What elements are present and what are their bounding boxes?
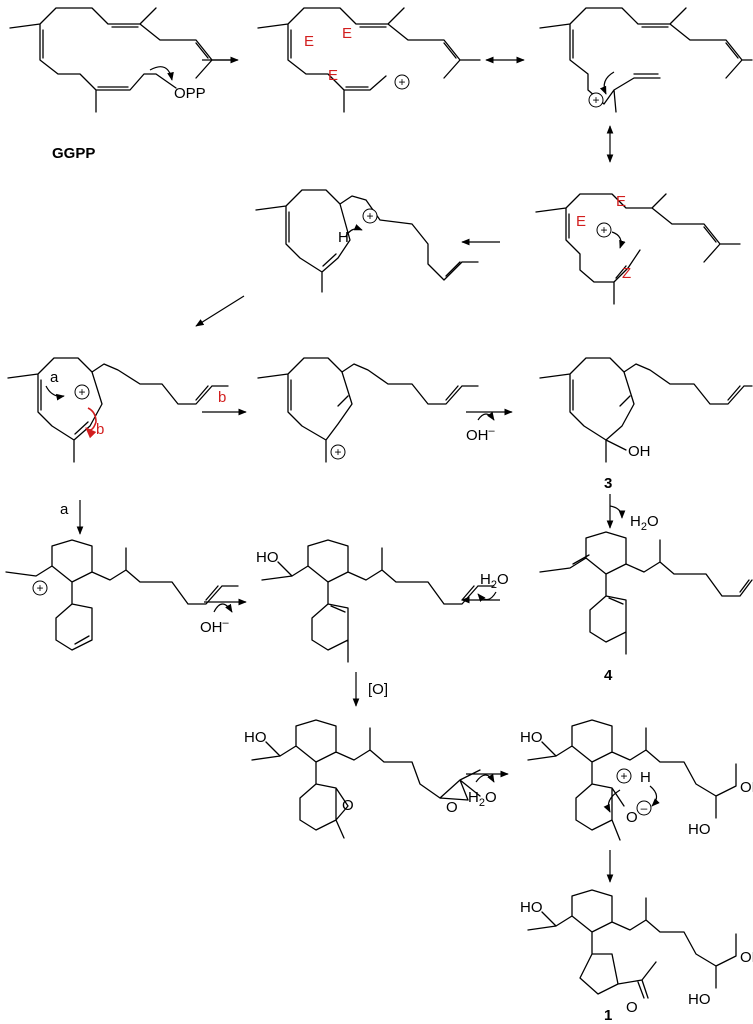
plus-sign: + bbox=[592, 93, 599, 107]
hydroxy-group: HO bbox=[520, 729, 543, 746]
hydride-h-label: H bbox=[338, 229, 349, 246]
decalin-cation-structure: + bbox=[5, 539, 239, 651]
reagent-hydroxide: OH– bbox=[466, 425, 496, 444]
compound-label-ggpp: GGPP bbox=[52, 145, 95, 162]
minus-sign: – bbox=[641, 801, 648, 815]
branch-point-cation: a + b bbox=[7, 357, 229, 463]
hydroxy-group: OH bbox=[740, 949, 753, 966]
stereo-e-label: E bbox=[328, 67, 338, 84]
hydroxy-group: OH bbox=[740, 779, 753, 796]
stereo-z-label: Z bbox=[622, 265, 631, 282]
stereo-e-label: E bbox=[304, 33, 314, 50]
reaction-arrow-diagonal bbox=[195, 295, 245, 327]
reagent-oxidation: [O] bbox=[368, 681, 388, 698]
compound-3-structure: OH 3 bbox=[539, 357, 753, 492]
reagent-hydroxide: OH– bbox=[200, 617, 230, 636]
ketone-oxygen: O bbox=[626, 999, 638, 1016]
cation-charge bbox=[596, 222, 612, 238]
cation-charge bbox=[330, 444, 346, 460]
cation-charge bbox=[588, 92, 604, 108]
compound-4-structure: 4 bbox=[539, 531, 753, 684]
cation-charge bbox=[32, 580, 48, 596]
path-b-label: b bbox=[218, 389, 226, 406]
plus-sign: + bbox=[620, 769, 627, 783]
plus-sign: + bbox=[398, 75, 405, 89]
hydroxy-group: HO bbox=[688, 821, 711, 838]
diepoxide-structure: HO O O bbox=[244, 719, 481, 839]
hydrogen-label: H bbox=[640, 769, 651, 786]
compound-label-3: 3 bbox=[604, 475, 612, 492]
compound-1-structure: HO O OH HO 1 bbox=[520, 889, 753, 1024]
hydroxy-group: OH bbox=[628, 443, 651, 460]
opp-label: OPP bbox=[174, 85, 206, 102]
bicyclic-precursor-cation: H + bbox=[255, 189, 479, 293]
path-b-label: b bbox=[96, 421, 104, 438]
plus-sign: + bbox=[334, 445, 341, 459]
hydroxy-group: HO bbox=[688, 991, 711, 1008]
cation-charge bbox=[74, 384, 90, 400]
hydroxy-group: HO bbox=[520, 899, 543, 916]
tertiary-cation-structure: + bbox=[539, 7, 753, 113]
compound-label-4: 4 bbox=[604, 667, 613, 684]
anion-charge bbox=[636, 800, 652, 816]
reagent-water: H2O bbox=[468, 789, 497, 809]
epoxide-oxygen: O bbox=[342, 797, 354, 814]
epoxide-oxygen: O bbox=[446, 799, 458, 816]
compound-label-1: 1 bbox=[604, 1007, 612, 1024]
decalin-alcohol-structure: HO bbox=[256, 539, 495, 663]
hydroxy-group: HO bbox=[244, 729, 267, 746]
hydroxy-group: HO bbox=[256, 549, 279, 566]
macrocycle-cation-structure: E E Z + bbox=[535, 193, 741, 305]
oxyanion: O bbox=[626, 809, 638, 826]
cation-charge bbox=[362, 208, 378, 224]
plus-sign: + bbox=[78, 385, 85, 399]
macrocycle-tertiary-cation: + bbox=[257, 357, 479, 463]
plus-sign: + bbox=[366, 209, 373, 223]
cation-charge bbox=[616, 768, 632, 784]
path-a-label: a bbox=[50, 369, 59, 386]
plus-sign: + bbox=[600, 223, 607, 237]
tetrol-oxonium-structure: HO OH HO H O + – bbox=[520, 719, 753, 841]
plus-sign: + bbox=[36, 581, 43, 595]
cation-charge bbox=[394, 74, 410, 90]
stereo-e-label: E bbox=[616, 193, 626, 210]
path-a-label: a bbox=[60, 501, 69, 518]
reagent-water: H2O bbox=[480, 571, 509, 591]
ggpp-structure: OPP GGPP bbox=[9, 7, 233, 162]
allyl-cation-structure: E E E + bbox=[257, 7, 481, 113]
reagent-water: H2O bbox=[630, 513, 659, 533]
stereo-e-label: E bbox=[576, 213, 586, 230]
stereo-e-label: E bbox=[342, 25, 352, 42]
